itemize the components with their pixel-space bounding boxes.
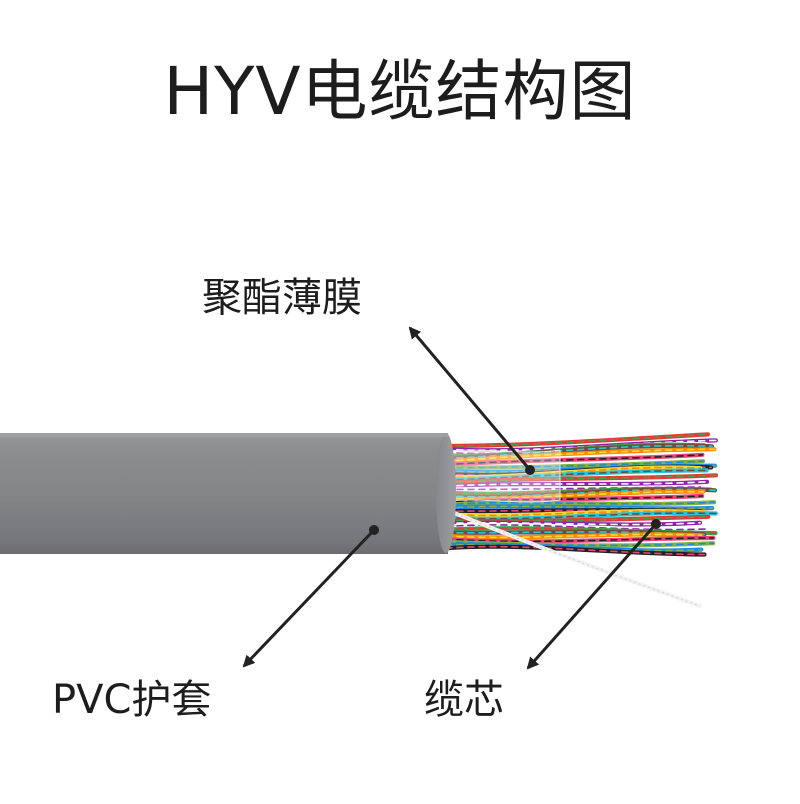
leader-arrows — [242, 326, 661, 670]
core-wire-twist — [445, 490, 705, 500]
core-wire-twist — [445, 466, 702, 479]
core-wire-twist — [445, 533, 703, 539]
core-wire-twist — [445, 448, 716, 463]
polyester-film-label: 聚酯薄膜 — [202, 275, 362, 321]
core-wire-twist — [445, 460, 704, 469]
core-anchor-dot — [651, 519, 661, 529]
core-wire-twist — [445, 537, 715, 543]
pvc-jacket-label: PVC护套 — [52, 677, 212, 723]
jacket-arrow — [242, 528, 376, 668]
core-wire-twist — [445, 433, 709, 447]
jacket-anchor-dot — [369, 525, 379, 535]
core-arrow — [526, 523, 658, 670]
core-wire-twist — [445, 454, 704, 466]
core-wire-twist — [445, 444, 713, 460]
cable-core-wires — [443, 432, 719, 557]
core-wire-twist — [445, 481, 708, 488]
core-wire-twist — [445, 469, 708, 481]
core-wire-twist — [445, 541, 714, 547]
core-wire-twist — [445, 488, 716, 498]
pvc-jacket — [0, 433, 456, 554]
core-wire-twist — [445, 521, 701, 526]
core-wire-twist — [445, 524, 711, 531]
core-wire-twist — [445, 495, 703, 503]
film-arrow — [408, 326, 532, 471]
core-wire-twist — [445, 505, 713, 510]
diagram-title: HYV电缆结构图 — [163, 53, 637, 130]
cable-core-label: 缆芯 — [424, 677, 504, 723]
core-wire-twist — [445, 516, 710, 522]
core-wire-twist — [445, 545, 706, 556]
core-wire-twist — [445, 501, 715, 506]
core-wire-twist — [445, 512, 717, 520]
film-anchor-dot — [525, 465, 535, 475]
core-wire-twist — [445, 474, 717, 484]
polyester-film — [439, 449, 561, 503]
